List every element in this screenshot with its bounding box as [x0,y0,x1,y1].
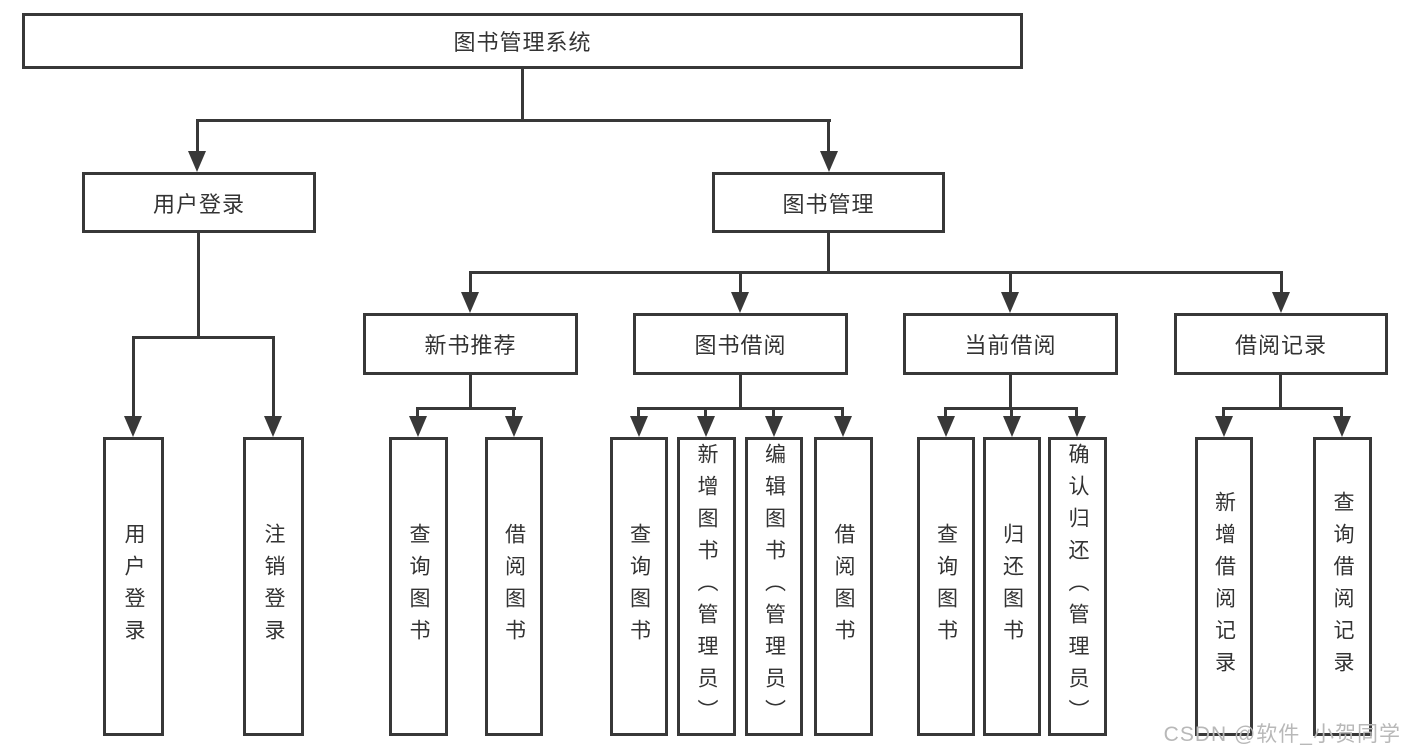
connector-line [469,271,1283,274]
connector-line [1010,407,1013,418]
connector-line [521,68,524,122]
arrow-down-icon [1001,292,1019,313]
node-borrowing-records-label: 借阅记录 [1234,333,1327,358]
leaf-user-login: 用户登录 [103,437,164,736]
connector-line [469,271,472,293]
leaf-add-books-admin-label: 新增图书（管理员） [695,442,718,731]
node-user-login-branch: 用户登录 [82,172,316,233]
leaf-add-books-admin: 新增图书（管理员） [677,437,736,736]
connector-line [944,407,947,418]
leaf-confirm-return-admin: 确认归还（管理员） [1048,437,1107,736]
connector-line [704,407,707,418]
arrow-down-icon [1333,416,1351,437]
leaf-user-login-label: 用户登录 [122,522,145,651]
connector-line [132,336,135,417]
arrow-down-icon [505,416,523,437]
connector-line [772,407,775,418]
connector-line [1222,407,1225,418]
leaf-query-books-borrowing-label: 查询图书 [627,522,651,651]
leaf-query-books-recommend: 查询图书 [389,437,448,736]
connector-line [272,336,275,417]
connector-line [637,407,844,410]
leaf-query-borrow-record-label: 查询借阅记录 [1331,490,1354,683]
leaf-logout-login-label: 注销登录 [262,522,285,651]
leaf-edit-books-admin: 编辑图书（管理员） [745,437,803,736]
arrow-down-icon [697,416,715,437]
arrow-down-icon [461,292,479,313]
leaf-query-books-recommend-label: 查询图书 [407,522,430,651]
node-new-book-recommend-label: 新书推荐 [424,333,517,358]
connector-line [197,232,200,339]
arrow-down-icon [124,416,142,437]
arrow-down-icon [1272,292,1290,313]
connector-line [1075,407,1078,418]
node-current-borrowing: 当前借阅 [903,313,1118,375]
arrow-down-icon [765,416,783,437]
connector-line [416,407,419,418]
node-borrowing-records: 借阅记录 [1174,313,1388,375]
leaf-borrow-books-borrowing-label: 借阅图书 [832,522,855,651]
connector-line [827,232,830,274]
node-root-label: 图书管理系统 [453,30,592,55]
connector-line [739,373,742,410]
leaf-confirm-return-admin-label: 确认归还（管理员） [1066,442,1089,731]
arrow-down-icon [409,416,427,437]
leaf-return-books: 归还图书 [983,437,1041,736]
arrow-down-icon [264,416,282,437]
connector-line [1009,271,1012,293]
connector-line [1279,373,1282,410]
arrow-down-icon [820,151,838,172]
leaf-add-borrow-record: 新增借阅记录 [1195,437,1253,736]
connector-line [1280,271,1283,293]
leaf-add-borrow-record-label: 新增借阅记录 [1212,490,1236,683]
leaf-query-books-current: 查询图书 [917,437,975,736]
leaf-logout-login: 注销登录 [243,437,304,736]
leaf-edit-books-admin-label: 编辑图书（管理员） [762,442,786,731]
arrow-down-icon [1068,416,1086,437]
arrow-down-icon [731,292,749,313]
connector-line [132,336,275,339]
connector-line [469,373,472,410]
arrow-down-icon [834,416,852,437]
arrow-down-icon [937,416,955,437]
leaf-query-borrow-record: 查询借阅记录 [1313,437,1372,736]
arrow-down-icon [188,151,206,172]
leaf-query-books-current-label: 查询图书 [934,522,958,651]
connector-line [637,407,640,418]
leaf-return-books-label: 归还图书 [1000,522,1024,651]
node-book-management: 图书管理 [712,172,945,233]
arrow-down-icon [630,416,648,437]
node-book-borrowing-label: 图书借阅 [694,333,787,358]
connector-line [196,119,199,152]
node-book-borrowing: 图书借阅 [633,313,848,375]
connector-line [1009,373,1012,410]
connector-line [1222,407,1343,410]
csdn-watermark: CSDN @软件_小贺同学 [1163,723,1401,746]
arrow-down-icon [1215,416,1233,437]
arrow-down-icon [1003,416,1021,437]
connector-line [196,119,831,122]
node-root: 图书管理系统 [22,13,1023,69]
leaf-borrow-books-recommend-label: 借阅图书 [502,522,526,651]
connector-line [416,407,516,410]
connector-line [512,407,515,418]
leaf-borrow-books-recommend: 借阅图书 [485,437,543,736]
node-new-book-recommend: 新书推荐 [363,313,578,375]
connector-line [1340,407,1343,418]
leaf-query-books-borrowing: 查询图书 [610,437,668,736]
node-current-borrowing-label: 当前借阅 [964,333,1057,358]
leaf-borrow-books-borrowing: 借阅图书 [814,437,873,736]
connector-line [841,407,844,418]
node-user-login-branch-label: 用户登录 [152,191,245,217]
connector-line [739,271,742,293]
node-book-management-label: 图书管理 [782,191,875,217]
connector-line [827,119,830,152]
